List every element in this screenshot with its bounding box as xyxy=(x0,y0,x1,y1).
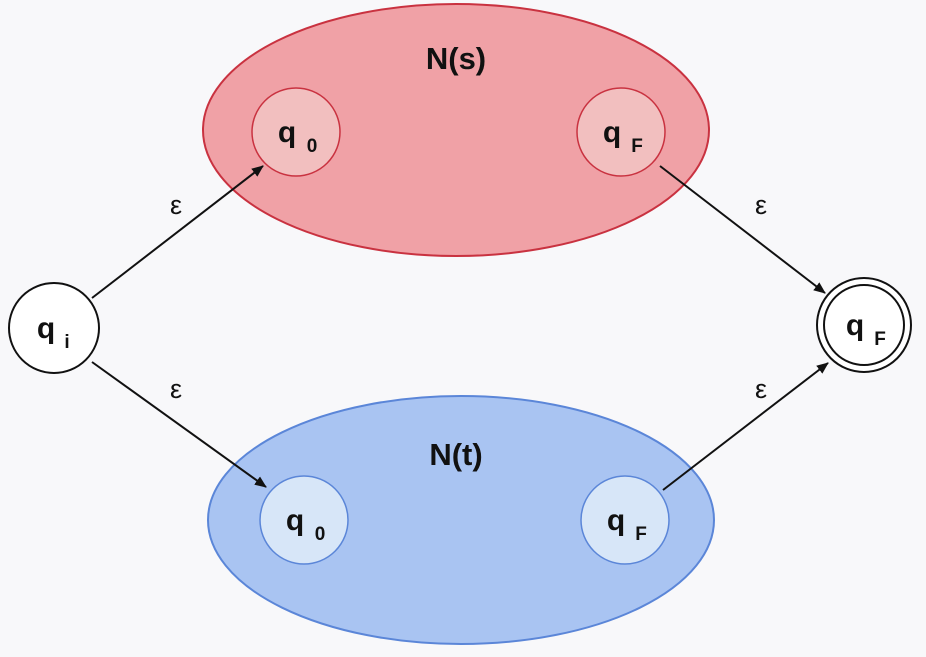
epsilon-label-initial-to-bottom: ε xyxy=(170,374,182,404)
bottom-start-state: q 0 xyxy=(259,475,349,565)
edge-top-to-accept xyxy=(659,165,826,294)
accept-state: q F xyxy=(816,277,912,373)
bottom-block-title: N(t) xyxy=(429,437,482,472)
accept-state-label: q xyxy=(846,309,864,342)
top-start-state-subscript: 0 xyxy=(307,136,318,157)
epsilon-label-top-to-accept: ε xyxy=(755,190,767,220)
bottom-block-ellipse xyxy=(207,395,715,645)
initial-state-subscript: i xyxy=(64,332,69,353)
bottom-start-state-label: q xyxy=(286,504,304,537)
epsilon-label-bottom-to-accept: ε xyxy=(755,374,767,404)
top-block-title: N(s) xyxy=(426,41,486,76)
bottom-final-state: q F xyxy=(580,475,670,565)
accept-state-subscript: F xyxy=(874,329,886,350)
top-start-state-label: q xyxy=(278,116,296,149)
top-final-state: q F xyxy=(576,87,666,177)
bottom-final-state-label: q xyxy=(607,504,625,537)
edge-bottom-to-accept xyxy=(662,362,829,491)
initial-state-label: q xyxy=(37,312,55,345)
epsilon-label-initial-to-top: ε xyxy=(170,190,182,220)
top-start-state: q 0 xyxy=(251,87,341,177)
bottom-start-state-subscript: 0 xyxy=(315,524,326,545)
edge-initial-to-bottom xyxy=(91,361,267,488)
edge-initial-to-top xyxy=(91,165,264,299)
top-final-state-label: q xyxy=(603,116,621,149)
initial-state: q i xyxy=(8,282,100,374)
top-block-ellipse xyxy=(202,3,710,257)
top-final-state-subscript: F xyxy=(631,136,643,157)
bottom-final-state-subscript: F xyxy=(635,524,647,545)
